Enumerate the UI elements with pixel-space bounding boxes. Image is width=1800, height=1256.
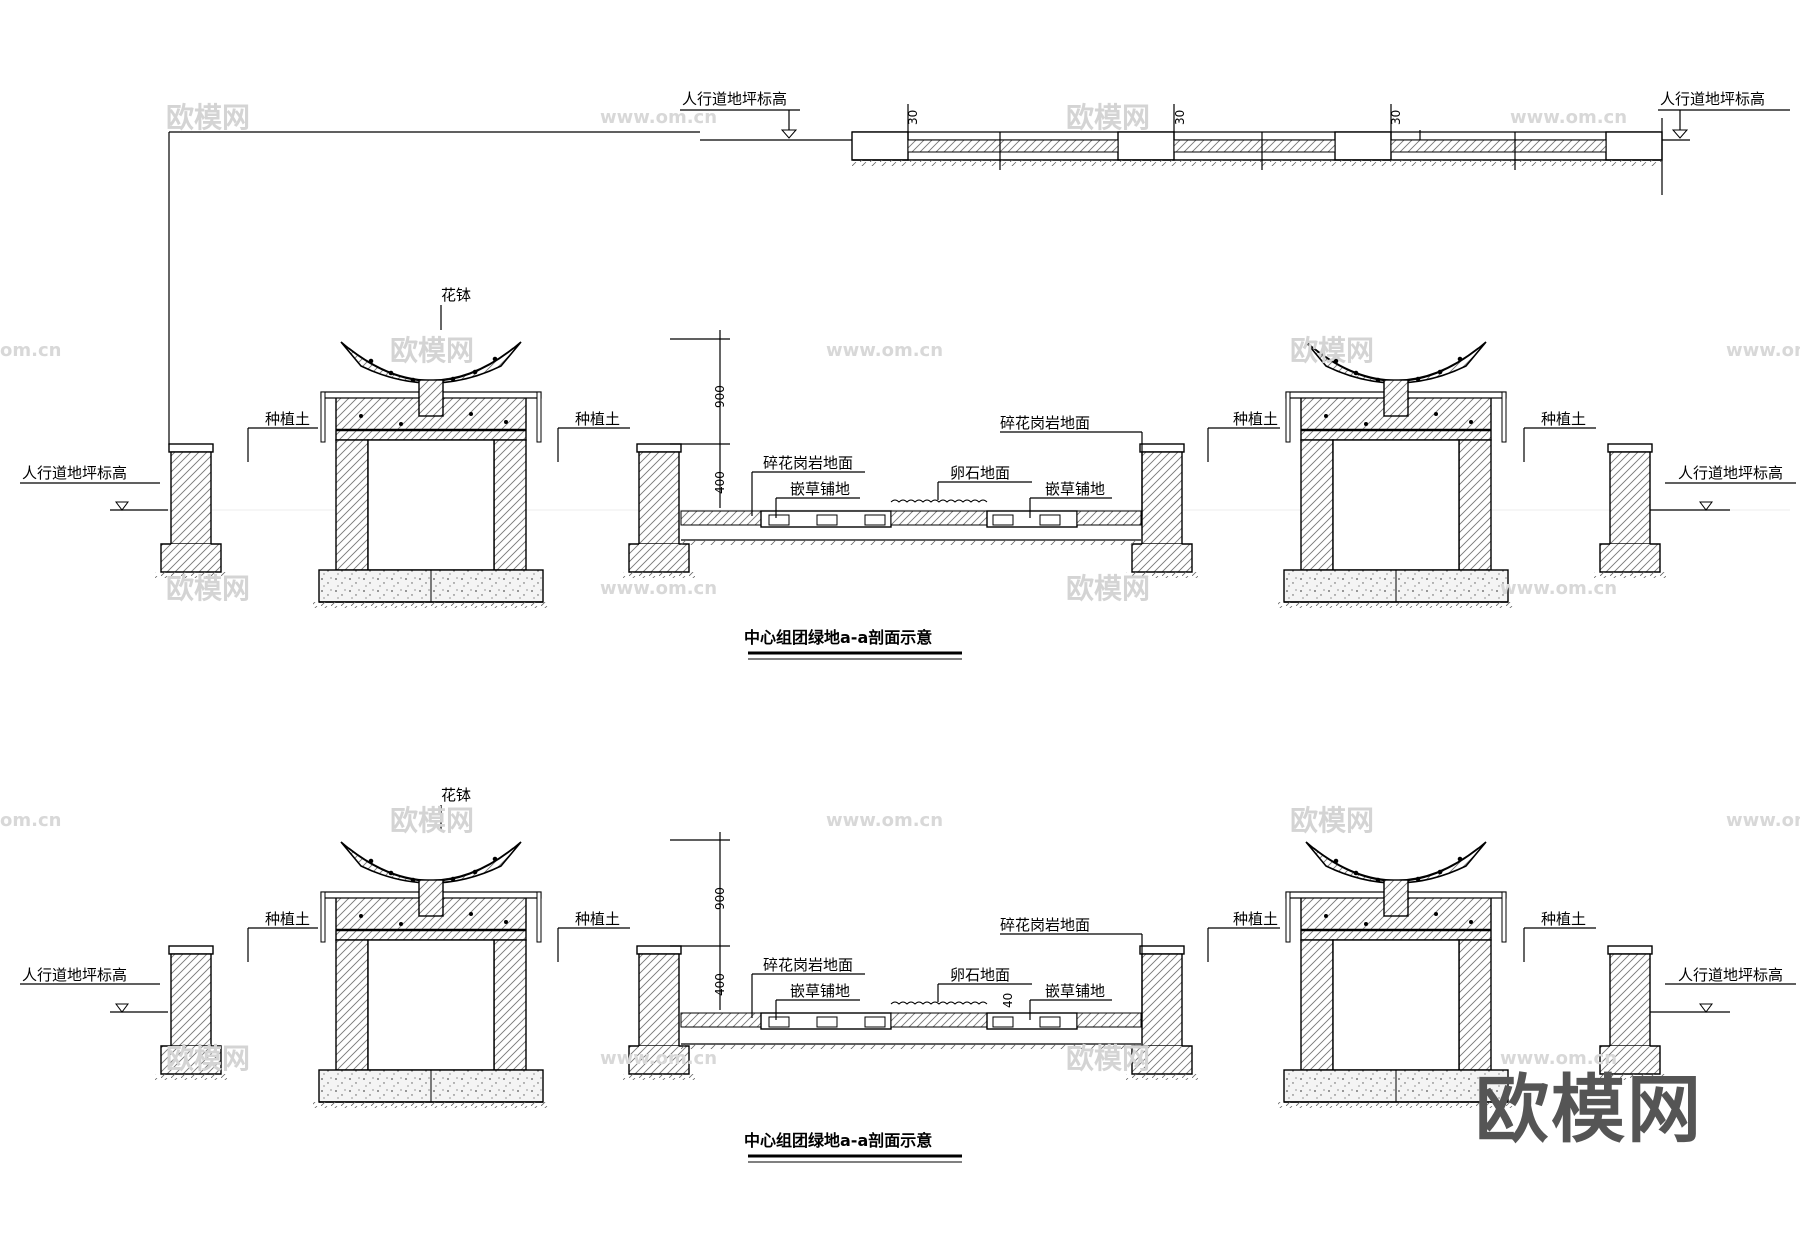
- pebble-label-2: 卵石地面: [950, 966, 1010, 984]
- watermarks: 欧模网 欧模网 欧模网 欧模网 欧模网 欧模网 欧模网 欧模网 欧模网 欧模网 …: [0, 101, 1800, 1153]
- watermark-logo: 欧模网: [1066, 1042, 1150, 1075]
- watermark-logo: 欧模网: [1290, 804, 1374, 837]
- flowerpot-label: 花钵: [441, 286, 471, 304]
- grass-label-left: 嵌草铺地: [790, 480, 850, 498]
- grass-label-right: 嵌草铺地: [1045, 480, 1105, 498]
- watermark-logo: 欧模网: [390, 804, 474, 837]
- walk-elevation-right: 人行道地坪标高: [1678, 464, 1783, 482]
- soil-label-2: 种植土: [575, 410, 620, 428]
- dim-900-2: 900: [713, 887, 727, 910]
- dim-400-2: 400: [713, 973, 727, 996]
- watermark-url-short: om.cn: [0, 340, 61, 361]
- walk-elevation-left-2: 人行道地坪标高: [22, 966, 127, 984]
- top-left-elevation-label: 人行道地坪标高: [682, 90, 787, 108]
- grass-label-right-2: 嵌草铺地: [1045, 982, 1105, 1000]
- soil-label-3: 种植土: [1233, 410, 1278, 428]
- walk-elevation-left: 人行道地坪标高: [22, 464, 127, 482]
- watermark-logo: 欧模网: [1290, 334, 1374, 367]
- grass-label-left-2: 嵌草铺地: [790, 982, 850, 1000]
- watermark-logo: 欧模网: [1066, 101, 1150, 134]
- watermark-url: www.om.cn: [1726, 810, 1800, 831]
- section-2-title: 中心组团绿地a-a剖面示意: [744, 1131, 932, 1150]
- brand-watermark: 欧模网: [1475, 1067, 1703, 1153]
- watermark-url: www.om.cn: [600, 107, 717, 128]
- watermark-url: www.om.cn: [1726, 340, 1800, 361]
- watermark-url: www.om.cn: [1500, 1048, 1617, 1069]
- section-1: 900 400 花钵 种植土 种植土 种植土 种植土 人行道地坪标高 人行道地坪…: [20, 286, 1796, 660]
- granite-label-right: 碎花岗岩地面: [1000, 414, 1090, 432]
- watermark-url: www.om.cn: [600, 1048, 717, 1069]
- flowerpot-label-2: 花钵: [441, 786, 471, 804]
- dim-400: 400: [713, 471, 727, 494]
- soil-label-4: 种植土: [1541, 410, 1586, 428]
- dim-30-a: 30: [906, 110, 920, 125]
- soil-label-8: 种植土: [1541, 910, 1586, 928]
- dim-30-c: 30: [1389, 110, 1403, 125]
- watermark-url: www.om.cn: [600, 578, 717, 599]
- watermark-logo: 欧模网: [1066, 572, 1150, 605]
- watermark-url: www.om.cn: [1510, 107, 1627, 128]
- watermark-url: www.om.cn: [826, 340, 943, 361]
- granite-label-left-2: 碎花岗岩地面: [763, 956, 853, 974]
- top-paving-profile: 30 30 30 人行道地坪标高 人行道地坪标高: [680, 90, 1790, 195]
- dim-900: 900: [713, 385, 727, 408]
- walk-elevation-right-2: 人行道地坪标高: [1678, 966, 1783, 984]
- soil-label-6: 种植土: [575, 910, 620, 928]
- soil-label-7: 种植土: [1233, 910, 1278, 928]
- section-2: 900 400 40 花钵 种植土 种植土 种植土 种植土 人行道地坪标高 人行…: [20, 786, 1796, 1163]
- dim-30-b: 30: [1173, 110, 1187, 125]
- watermark-logo: 欧模网: [390, 334, 474, 367]
- granite-label-right-2: 碎花岗岩地面: [1000, 916, 1090, 934]
- section-1-title: 中心组团绿地a-a剖面示意: [744, 628, 932, 647]
- soil-label-5: 种植土: [265, 910, 310, 928]
- watermark-logo: 欧模网: [166, 101, 250, 134]
- pebble-label: 卵石地面: [950, 464, 1010, 482]
- granite-label-left: 碎花岗岩地面: [763, 454, 853, 472]
- watermark-url: www.om.cn: [1500, 578, 1617, 599]
- soil-label-1: 种植土: [265, 410, 310, 428]
- top-right-elevation-label: 人行道地坪标高: [1660, 90, 1765, 108]
- watermark-logo: 欧模网: [166, 572, 250, 605]
- watermark-url-short: om.cn: [0, 810, 61, 831]
- watermark-url: www.om.cn: [826, 810, 943, 831]
- dim-40: 40: [1001, 993, 1015, 1008]
- watermark-logo: 欧模网: [166, 1042, 250, 1075]
